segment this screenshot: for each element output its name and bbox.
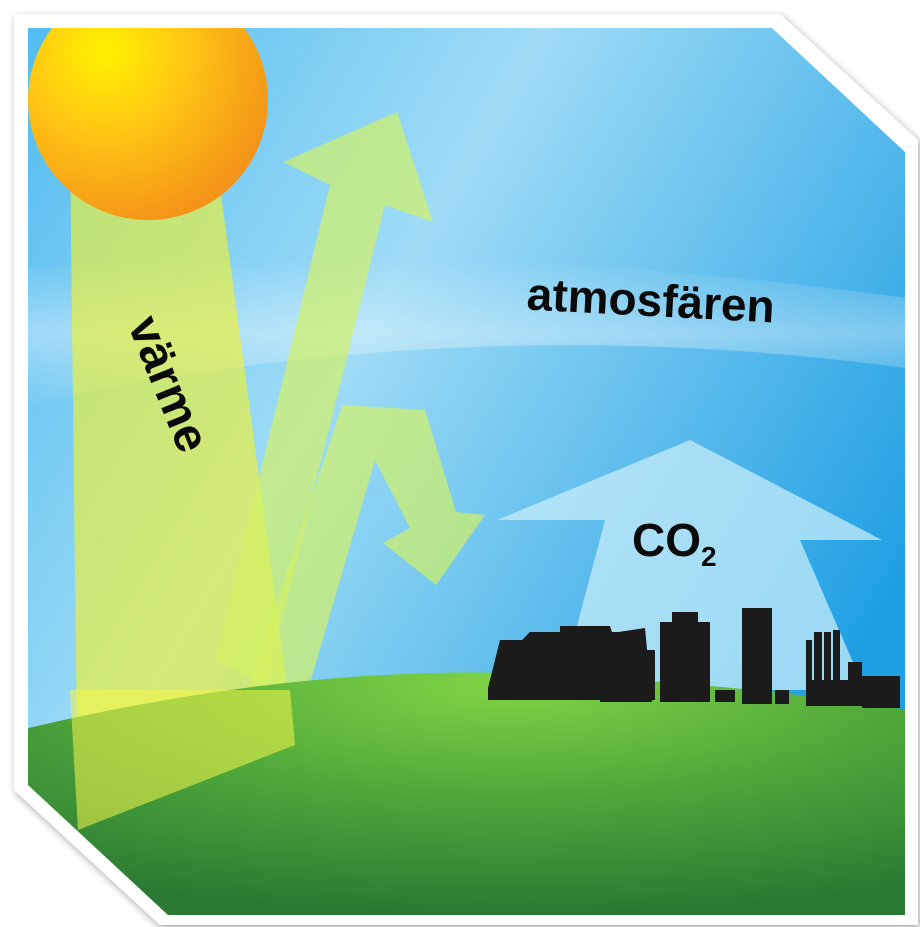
ray-ground-overlay [70,690,295,830]
co2-label-subscript: 2 [701,541,717,572]
co2-label-base: CO [632,514,701,566]
co2-label: CO2 [632,514,717,572]
atmosphere-label: atmosfären [526,268,776,333]
city-silhouette [488,608,900,708]
sun [28,28,268,220]
escaping-heat-arrow [215,112,433,685]
trapped-heat-arrow [225,405,485,760]
